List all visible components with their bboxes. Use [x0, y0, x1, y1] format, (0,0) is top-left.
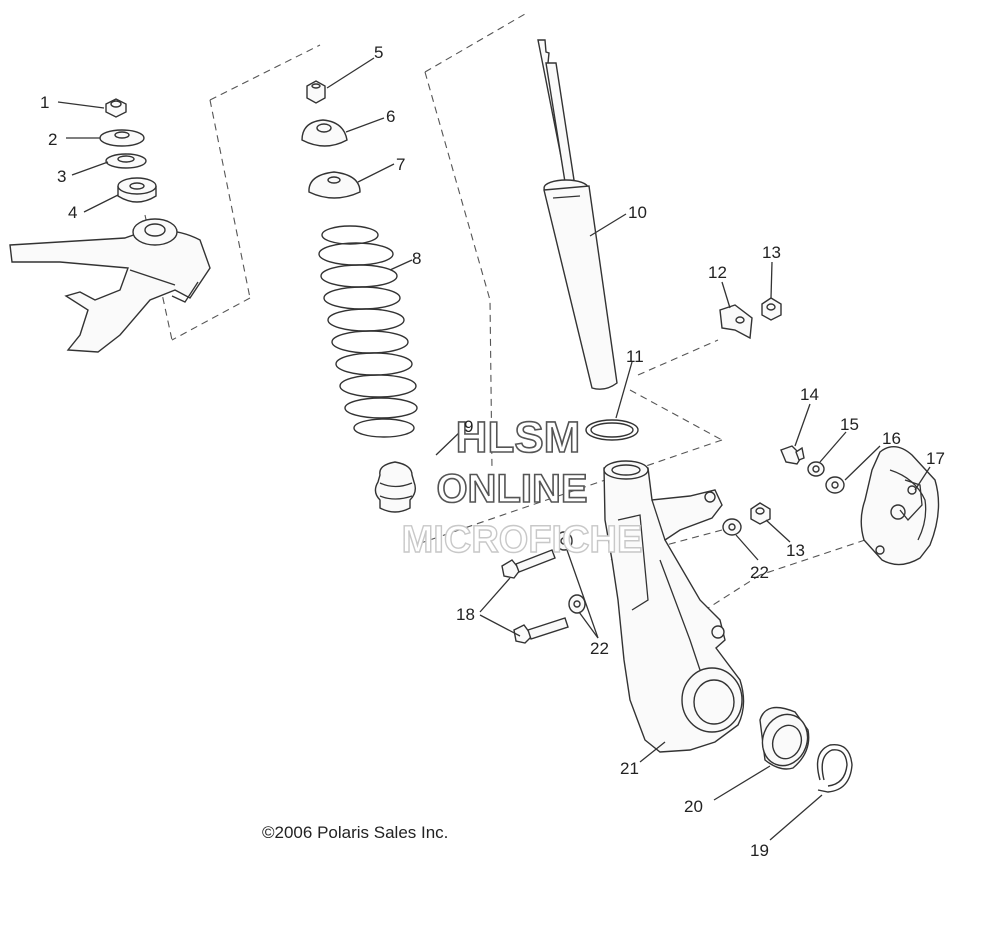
part-13-nut-upper: [761, 297, 782, 321]
part-18-bolt-lower: [513, 617, 569, 644]
watermark: HLSM ONLINE MICROFICHE: [401, 412, 643, 562]
part-1-nut: [105, 98, 127, 118]
leader-lines: [57, 57, 931, 841]
callout-labels: 1 2 3 4 5 6 7 8 9 10 11 12 13 13 14 15 1…: [40, 43, 945, 860]
callout-18: 18: [456, 605, 475, 624]
callout-11: 11: [626, 347, 644, 366]
part-4-bushing: [117, 177, 157, 203]
part-5-nut: [306, 80, 326, 104]
part-20-bearing: [759, 706, 810, 770]
callout-9: 9: [464, 417, 473, 436]
part-9-bump-stop: [374, 461, 417, 513]
callout-22-left: 22: [590, 639, 609, 658]
part-2-washer: [99, 129, 145, 147]
part-8-spring: [318, 225, 418, 438]
part-14-bolt: [780, 445, 805, 465]
part-7-retainer: [308, 171, 361, 199]
frame-upper-mount: [9, 218, 211, 353]
part-22-washer-b: [568, 594, 586, 614]
callout-7: 7: [396, 155, 405, 174]
callout-17: 17: [926, 449, 945, 468]
part-11-ring: [585, 419, 639, 441]
callout-16: 16: [882, 429, 901, 448]
part-22-washer-a: [555, 531, 573, 551]
callout-2: 2: [48, 130, 57, 149]
callout-3: 3: [57, 167, 66, 186]
callout-22-right: 22: [750, 563, 769, 582]
callout-19: 19: [750, 841, 769, 860]
part-13-nut-lower: [750, 502, 771, 525]
part-18-bolt-upper: [501, 549, 556, 579]
callout-8: 8: [412, 249, 421, 268]
callout-6: 6: [386, 107, 395, 126]
part-17-caliper: [860, 446, 940, 566]
callout-13-upper: 13: [762, 243, 781, 262]
copyright-text: ©2006 Polaris Sales Inc.: [262, 823, 448, 842]
part-19-snap-ring: [816, 743, 853, 793]
callout-4: 4: [68, 203, 77, 222]
callout-20: 20: [684, 797, 703, 816]
part-12-clip: [719, 304, 753, 340]
watermark-line-1: HLSM: [456, 413, 581, 462]
part-21-knuckle: [603, 460, 745, 753]
part-3-washer: [105, 153, 147, 169]
part-6-retainer: [301, 119, 348, 147]
part-15-washer: [807, 461, 825, 477]
callout-5: 5: [374, 43, 383, 62]
part-16-washer: [825, 476, 845, 494]
watermark-line-3: MICROFICHE: [402, 519, 643, 561]
callout-10: 10: [628, 203, 647, 222]
callout-13-lower: 13: [786, 541, 805, 560]
callout-15: 15: [840, 415, 859, 434]
part-10-shock: [537, 39, 618, 390]
callout-21: 21: [620, 759, 639, 778]
part-22-washer-c: [722, 518, 742, 536]
callout-12: 12: [708, 263, 727, 282]
watermark-line-2: ONLINE: [436, 467, 587, 511]
callout-1: 1: [40, 93, 49, 112]
callout-14: 14: [800, 385, 819, 404]
